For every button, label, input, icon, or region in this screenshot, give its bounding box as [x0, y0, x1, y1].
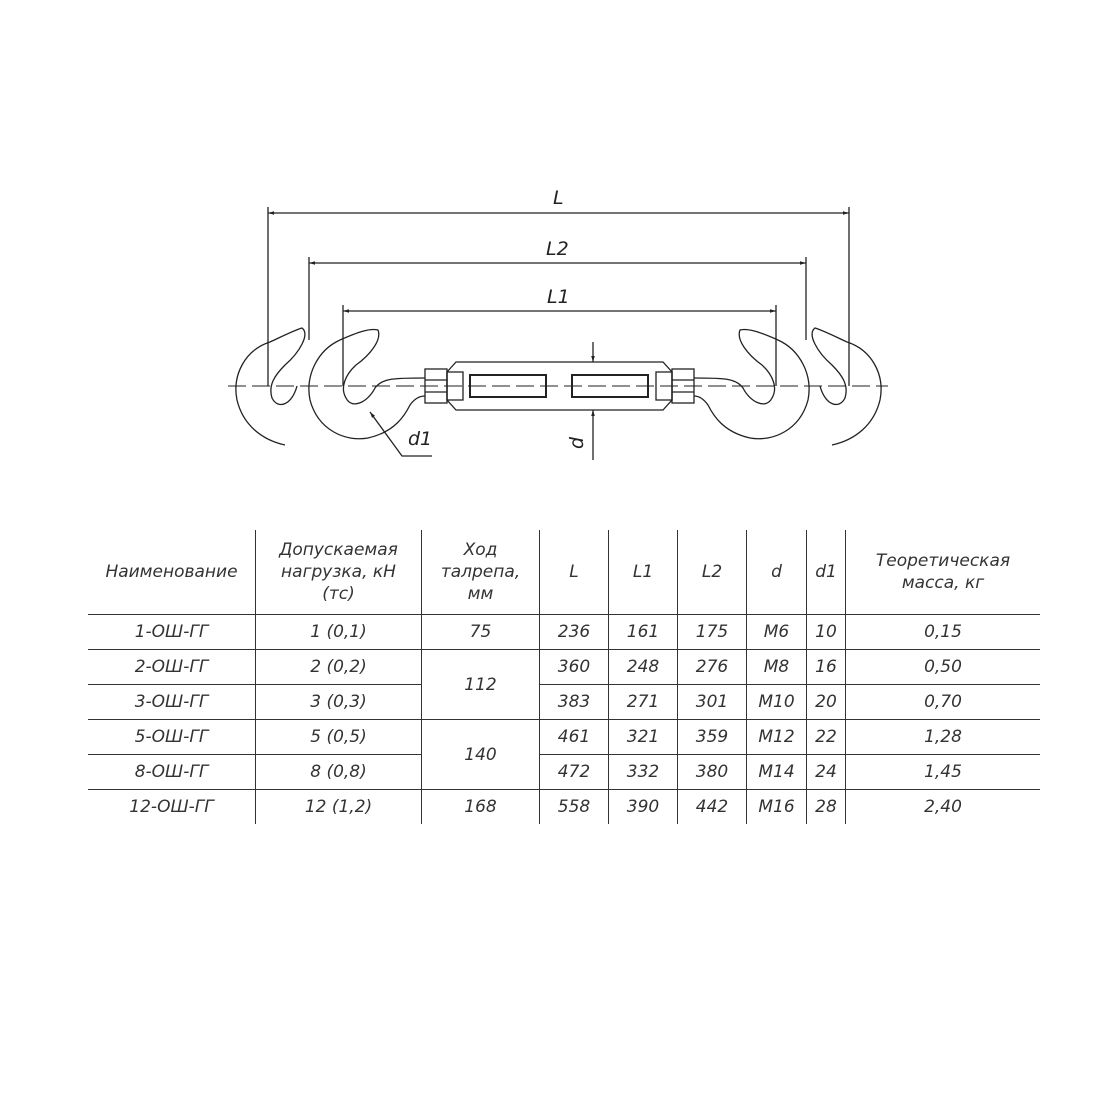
cell-L1: 332 — [608, 754, 678, 790]
cell-L2: 359 — [677, 719, 747, 755]
cell-load: 5 (0,5) — [255, 719, 422, 755]
turnbuckle-drawing — [228, 207, 888, 460]
cell-mass: 0,70 — [845, 684, 1040, 720]
cell-d1: 20 — [806, 684, 846, 720]
dimension-d1-leader — [369, 411, 432, 457]
cell-name: 3-ОШ-ГГ — [88, 684, 256, 720]
cell-name: 8-ОШ-ГГ — [88, 754, 256, 790]
cell-name: 2-ОШ-ГГ — [88, 649, 256, 685]
cell-d1: 10 — [806, 614, 846, 650]
table-row: 2-ОШ-ГГ 2 (0,2) 112 360 248 276 М8 16 0,… — [88, 649, 1040, 720]
cell-d1: 16 — [806, 649, 846, 685]
cell-L2: 175 — [677, 614, 747, 650]
cell-L2: 442 — [677, 789, 747, 824]
cell-mass: 0,15 — [845, 614, 1040, 650]
cell-L2: 301 — [677, 684, 747, 720]
cell-name: 1-ОШ-ГГ — [88, 614, 256, 650]
cell-d: М6 — [746, 614, 807, 650]
header-L1: L1 — [608, 530, 678, 615]
cell-load: 8 (0,8) — [255, 754, 422, 790]
cell-load: 12 (1,2) — [255, 789, 422, 824]
inner-hooks — [308, 328, 810, 440]
header-L2: L2 — [677, 530, 747, 615]
cell-d: М8 — [746, 649, 807, 685]
header-name: Наименование — [105, 562, 238, 582]
label-d: d — [566, 436, 589, 450]
cell-name: 5-ОШ-ГГ — [88, 719, 256, 755]
cell-d1: 24 — [806, 754, 846, 790]
cell-load: 1 (0,1) — [255, 614, 422, 650]
extension-lines — [267, 207, 850, 386]
turnbuckle-body — [424, 361, 695, 411]
cell-L1: 271 — [608, 684, 678, 720]
label-d1: d1 — [408, 428, 433, 450]
cell-load: 2 (0,2) — [255, 649, 422, 685]
header-d: d — [746, 530, 807, 615]
cell-L1: 321 — [608, 719, 678, 755]
cell-name: 12-ОШ-ГГ — [88, 789, 256, 824]
table-row: 12-ОШ-ГГ 12 (1,2) 168 558 390 442 М16 28… — [88, 789, 1040, 824]
cell-d: М12 — [746, 719, 807, 755]
cell-L1: 161 — [608, 614, 678, 650]
cell-d: М16 — [746, 789, 807, 824]
cell-L1: 390 — [608, 789, 678, 824]
table-row: 5-ОШ-ГГ 5 (0,5) 140 461 321 359 М12 22 1… — [88, 719, 1040, 790]
cell-stroke: 112 — [421, 649, 540, 720]
cell-mass: 0,50 — [845, 649, 1040, 685]
cell-d: М14 — [746, 754, 807, 790]
label-L1: L1 — [547, 286, 570, 308]
cell-stroke: 140 — [421, 719, 540, 790]
cell-L2: 276 — [677, 649, 747, 685]
cell-stroke: 168 — [421, 789, 540, 824]
cell-L: 461 — [539, 719, 609, 755]
cell-mass: 1,45 — [845, 754, 1040, 790]
cell-d1: 28 — [806, 789, 846, 824]
cell-L: 236 — [539, 614, 609, 650]
cell-mass: 2,40 — [845, 789, 1040, 824]
cell-L: 472 — [539, 754, 609, 790]
table-row: 1-ОШ-ГГ 1 (0,1) 75 236 161 175 М6 10 0,1… — [88, 614, 1040, 650]
cell-d1: 22 — [806, 719, 846, 755]
table-row: 3-ОШ-ГГ 3 (0,3) 383 271 301 М10 20 0,70 — [88, 684, 1040, 720]
outer-hooks — [235, 327, 882, 446]
cell-mass: 1,28 — [845, 719, 1040, 755]
cell-load: 3 (0,3) — [255, 684, 422, 720]
cell-L2: 380 — [677, 754, 747, 790]
cell-L: 383 — [539, 684, 609, 720]
cell-L: 360 — [539, 649, 609, 685]
cell-d: М10 — [746, 684, 807, 720]
label-L2: L2 — [546, 238, 569, 260]
table-row: 8-ОШ-ГГ 8 (0,8) 472 332 380 М14 24 1,45 — [88, 754, 1040, 790]
cell-L: 558 — [539, 789, 609, 824]
cell-stroke: 75 — [421, 614, 540, 650]
header-L: L — [539, 530, 609, 615]
cell-L1: 248 — [608, 649, 678, 685]
label-L: L — [553, 187, 564, 209]
header-d1: d1 — [806, 530, 846, 615]
